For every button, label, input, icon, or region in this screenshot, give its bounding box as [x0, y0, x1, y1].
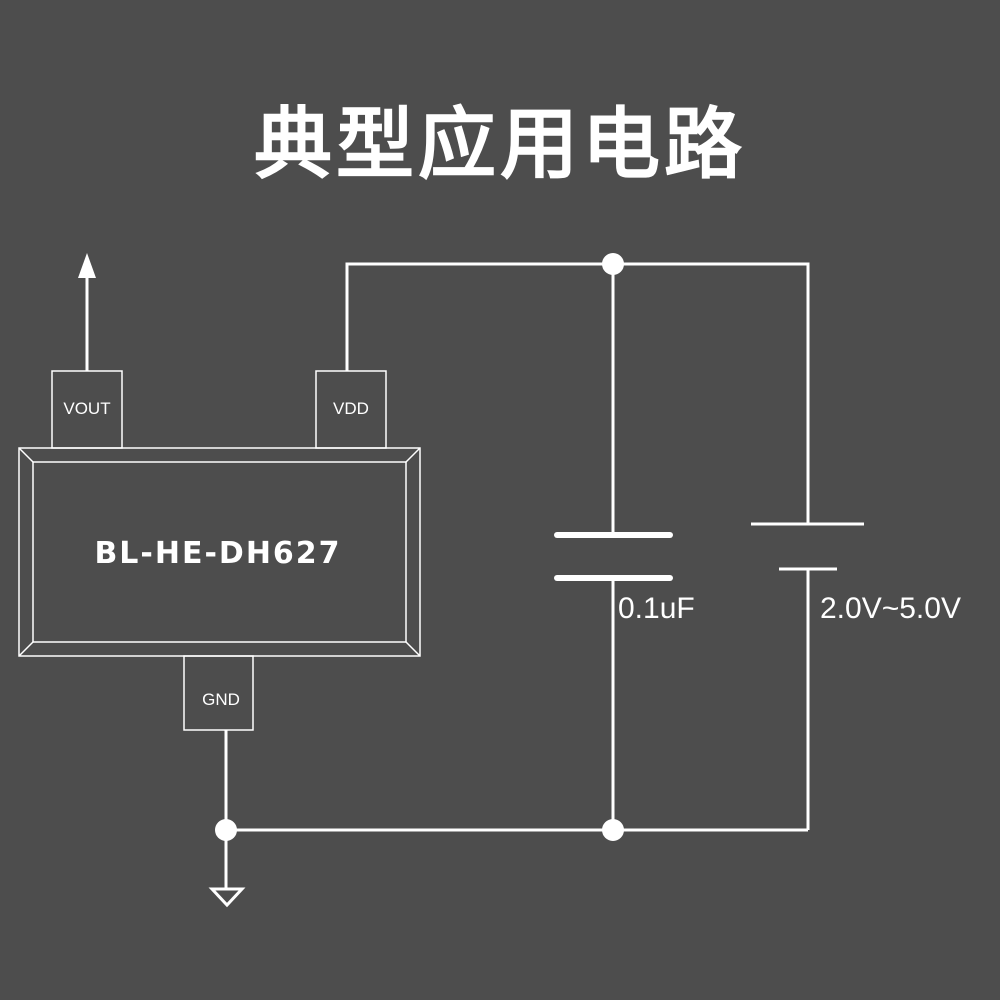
- supply-range: 2.0V~5.0V: [820, 592, 961, 625]
- chip-package: BL-HE-DH627: [18, 447, 421, 657]
- vdd-rail: [345, 253, 810, 535]
- pin-vout-label: VOUT: [63, 399, 110, 418]
- pin-gnd-label: GND: [202, 690, 240, 709]
- junction-dot: [602, 819, 624, 841]
- capacitor-value: 0.1uF: [618, 592, 695, 625]
- page-title: 典型应用电路: [253, 100, 746, 190]
- capacitor: 0.1uF: [554, 532, 695, 830]
- supply-source: 2.0V~5.0V: [751, 522, 961, 830]
- output-arrow: [78, 253, 96, 371]
- pin-vdd: VDD: [315, 370, 387, 449]
- junction-dot: [602, 253, 624, 275]
- junction-dot: [215, 819, 237, 841]
- ground-rail: [215, 730, 808, 888]
- ground-symbol-icon: [208, 887, 246, 908]
- pin-gnd: GND: [183, 655, 254, 731]
- pin-vdd-label: VDD: [333, 399, 369, 418]
- chip-part-number: BL-HE-DH627: [94, 536, 341, 571]
- pin-vout: VOUT: [51, 370, 123, 449]
